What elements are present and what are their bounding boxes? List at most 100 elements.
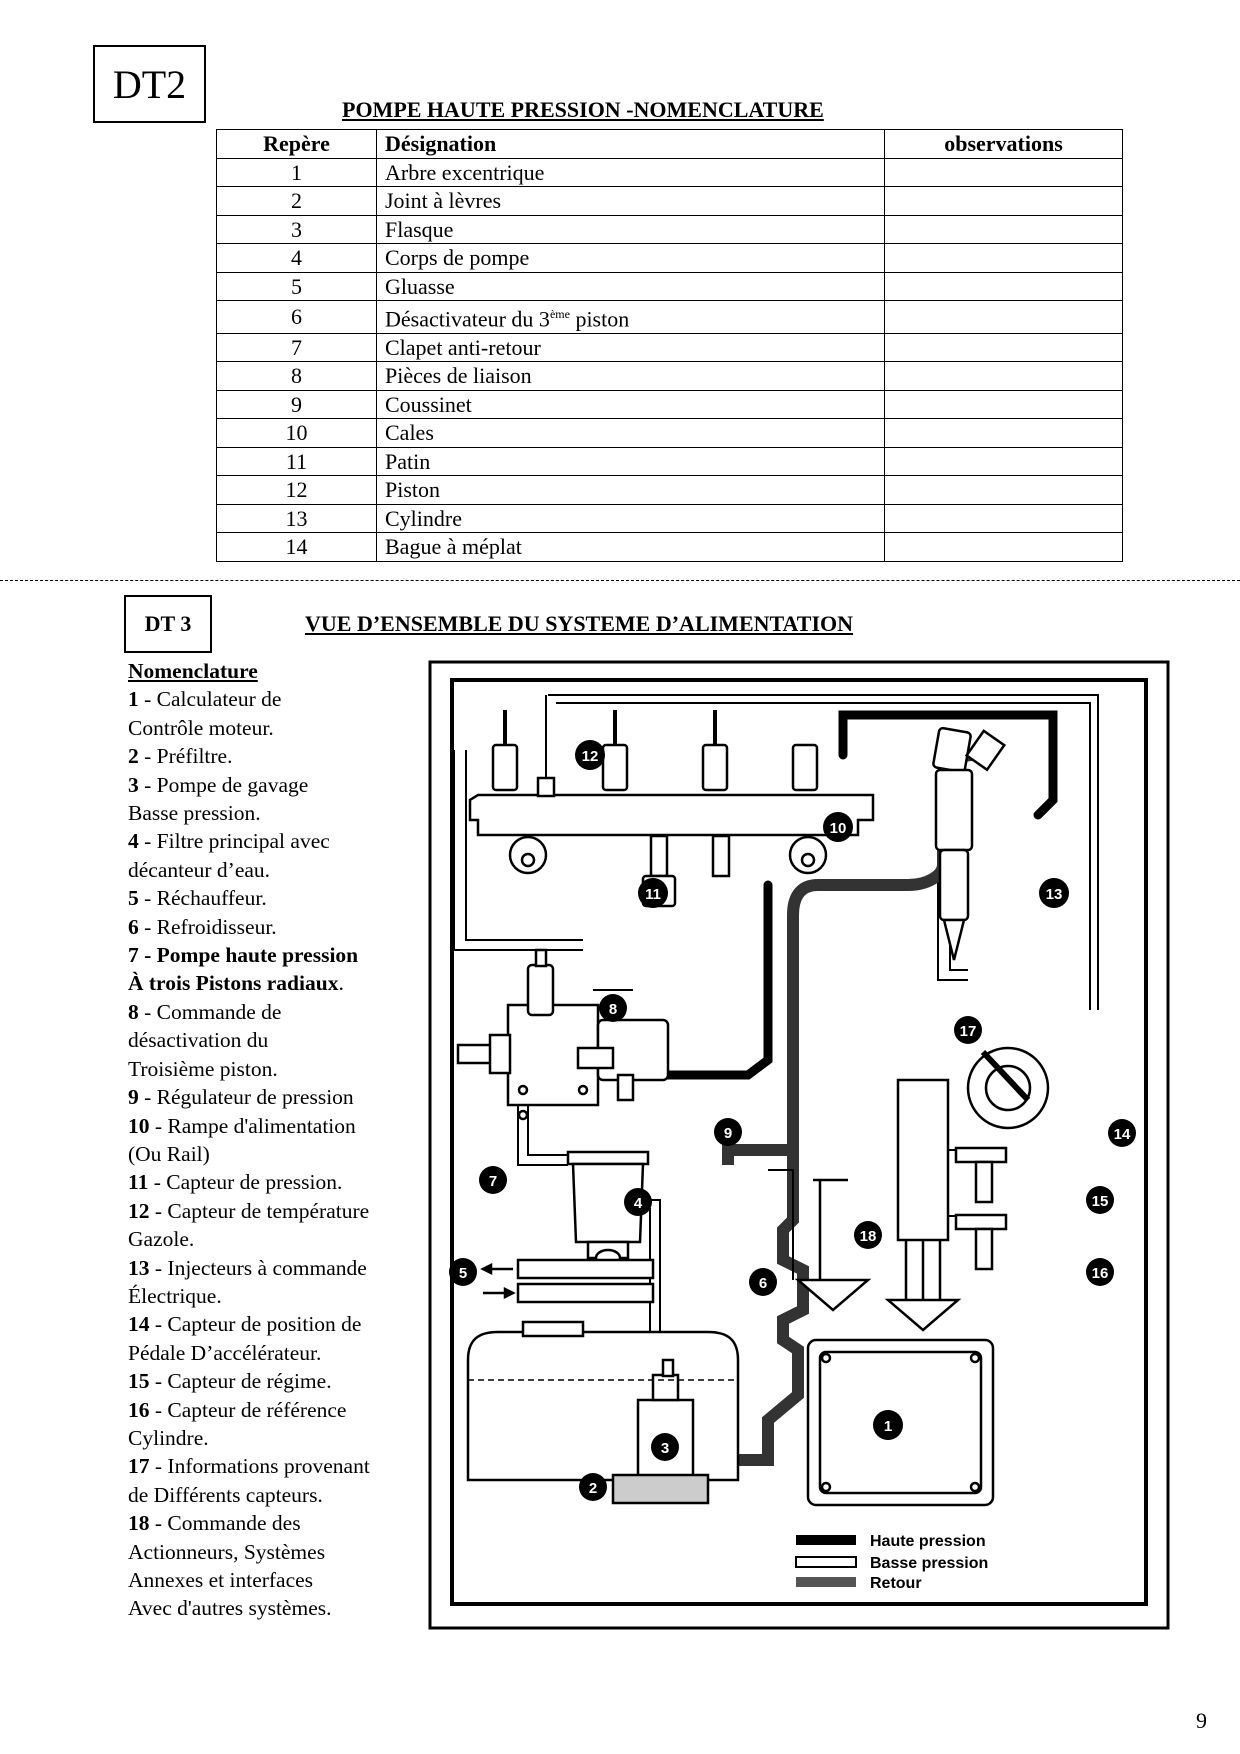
nomenclature-line: 5 - Réchauffeur.	[128, 886, 267, 911]
observations-cell	[884, 332, 1123, 363]
marker-18: 18	[854, 1221, 882, 1249]
nomenclature-line: 16 - Capteur de référence	[128, 1397, 347, 1422]
section-title: VUE D’ENSEMBLE DU SYSTEME D’ALIMENTATION	[305, 611, 854, 636]
repere-cell: 4	[216, 243, 377, 273]
svg-text:4: 4	[634, 1195, 643, 1212]
header-designation: Désignation	[376, 129, 885, 159]
legend-low-pressure: Basse pression	[870, 1555, 988, 1572]
marker-3: 3	[651, 1433, 679, 1461]
nomenclature-line: 18 - Commande des	[128, 1511, 301, 1536]
marker-9: 9	[714, 1118, 742, 1146]
marker-14: 14	[1108, 1119, 1136, 1147]
observations-cell	[884, 532, 1123, 562]
repere-cell: 7	[216, 332, 377, 363]
pedal-sensor	[966, 1046, 1050, 1130]
observations-cell	[884, 243, 1123, 273]
repere-cell: 13	[216, 503, 377, 534]
diagram-markers: 12 10 11 13 8 17 9 14 7 15 18 16 4 5 6 1…	[449, 740, 1136, 1501]
legend-return: Retour	[870, 1575, 922, 1592]
repere-cell: 8	[216, 361, 377, 391]
designation-cell: Flasque	[376, 214, 885, 244]
nomenclature-line: Pédale D’accélérateur.	[128, 1340, 322, 1365]
legend-swatch-low	[795, 1556, 857, 1568]
nomenclature-line: 7 - Pompe haute pression	[128, 943, 359, 968]
designation-cell: Patin	[376, 446, 885, 477]
marker-6: 6	[749, 1268, 777, 1296]
nomenclature-line: 12 - Capteur de température	[128, 1198, 370, 1223]
nomenclature-list: Nomenclature 1 - Calculateur de Contrôle…	[128, 657, 428, 1623]
header-observations: observations	[884, 129, 1123, 159]
repere-cell: 10	[216, 418, 377, 448]
svg-text:17: 17	[960, 1023, 977, 1040]
designation-cell: Joint à lèvres	[376, 186, 885, 216]
section-separator	[0, 580, 1240, 581]
marker-17: 17	[954, 1016, 982, 1044]
designation-cell: Clapet anti-retour	[376, 332, 885, 363]
nomenclature-line: Troisième piston.	[128, 1056, 278, 1081]
observations-cell	[884, 503, 1123, 534]
page-number: 9	[1196, 1708, 1207, 1733]
svg-text:3: 3	[661, 1440, 669, 1457]
observations-cell	[884, 214, 1123, 244]
designation-cell: Corps de pompe	[376, 243, 885, 273]
repere-cell: 12	[216, 475, 377, 505]
observations-cell	[884, 361, 1123, 391]
heater	[516, 1258, 655, 1304]
marker-1: 1	[873, 1410, 903, 1440]
svg-text:10: 10	[830, 820, 847, 837]
nomenclature-line: 14 - Capteur de position de	[128, 1312, 362, 1337]
marker-5: 5	[449, 1258, 477, 1286]
svg-text:7: 7	[489, 1173, 497, 1190]
marker-4: 4	[624, 1188, 652, 1216]
diagram-legend: Haute pression Basse pression Retour	[795, 1533, 988, 1592]
designation-cell: Gluasse	[376, 271, 885, 301]
main-filter	[566, 1150, 650, 1268]
marker-7: 7	[479, 1166, 507, 1194]
nomenclature-line: À trois Pistons radiaux.	[128, 971, 344, 996]
repere-cell: 2	[216, 186, 377, 216]
observations-cell	[884, 389, 1123, 420]
designation-cell: Bague à méplat	[376, 532, 885, 562]
marker-10: 10	[823, 812, 853, 842]
svg-text:9: 9	[724, 1125, 732, 1142]
svg-text:6: 6	[759, 1275, 767, 1292]
nomenclature-line: Électrique.	[128, 1283, 222, 1308]
nomenclature-line: 4 - Filtre principal avec	[128, 829, 330, 854]
svg-text:11: 11	[645, 886, 661, 903]
marker-16: 16	[1086, 1258, 1114, 1286]
nomenclature-line: Gazole.	[128, 1227, 195, 1252]
repere-cell: 9	[216, 389, 377, 420]
svg-text:16: 16	[1092, 1265, 1109, 1282]
diagram-frame	[428, 660, 1170, 1630]
svg-text:5: 5	[459, 1265, 467, 1282]
nomenclature-line: 9 - Régulateur de pression	[128, 1085, 354, 1110]
nomenclature-line: 10 - Rampe d'alimentation	[128, 1113, 356, 1138]
observations-cell	[884, 271, 1123, 301]
fuel-system-diagram: 12 10 11 13 8 17 9 14 7 15 18 16 4 5 6 1…	[428, 660, 1170, 1630]
superscript: ème	[549, 307, 570, 321]
observations-cell	[884, 418, 1123, 448]
repere-cell: 1	[216, 157, 377, 187]
nomenclature-line: 13 - Injecteurs à commande	[128, 1255, 367, 1280]
repere-cell: 3	[216, 214, 377, 244]
svg-text:13: 13	[1046, 886, 1063, 903]
table-title: POMPE HAUTE PRESSION -NOMENCLATURE	[342, 97, 824, 122]
nomenclature-line: décanteur d’eau.	[128, 857, 271, 882]
nomenclature-line: désactivation du	[128, 1028, 269, 1053]
nomenclature-header: Nomenclature	[128, 659, 258, 683]
designation-cell: Cales	[376, 418, 885, 448]
high-pressure-pump	[456, 948, 670, 1121]
repere-cell: 11	[216, 446, 377, 477]
injector	[932, 726, 1006, 961]
designation-cell: Désactivateur du 3ème piston	[376, 300, 885, 334]
repere-cell: 6	[216, 300, 377, 334]
diagram-inner-frame	[450, 678, 1148, 1606]
nomenclature-line: 1 - Calculateur de	[128, 687, 282, 712]
